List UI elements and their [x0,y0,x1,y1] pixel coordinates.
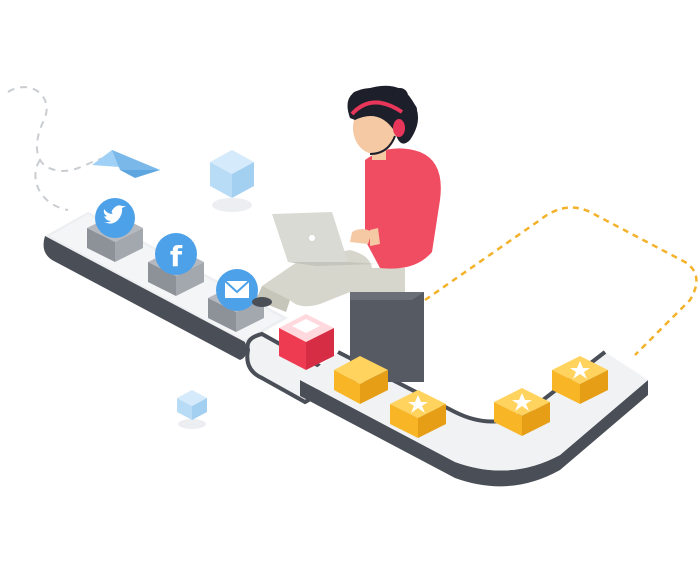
box-mail [208,269,264,332]
star-icon [570,361,590,379]
box-yellow-3 [494,388,550,436]
box-twitter [87,198,143,262]
support-agent [252,85,441,312]
star-icon [408,395,428,413]
cube-floating-bottom [177,390,207,429]
stool [350,292,424,382]
dashed-trail-yellow [424,206,698,356]
headset-icon [350,100,405,155]
dashed-trail-grey [7,86,106,211]
box-yellow-4 [552,356,608,404]
box-facebook: f [148,233,204,296]
twitter-icon [103,205,126,224]
box-yellow-1 [334,356,388,404]
mail-icon [224,280,250,298]
box-red [279,314,334,370]
facebook-icon: f [170,240,183,273]
laptop-icon [272,212,376,266]
cube-floating-top [210,150,254,212]
star-icon [512,393,532,411]
paper-plane-icon [92,150,160,178]
box-yellow-2 [390,390,446,438]
